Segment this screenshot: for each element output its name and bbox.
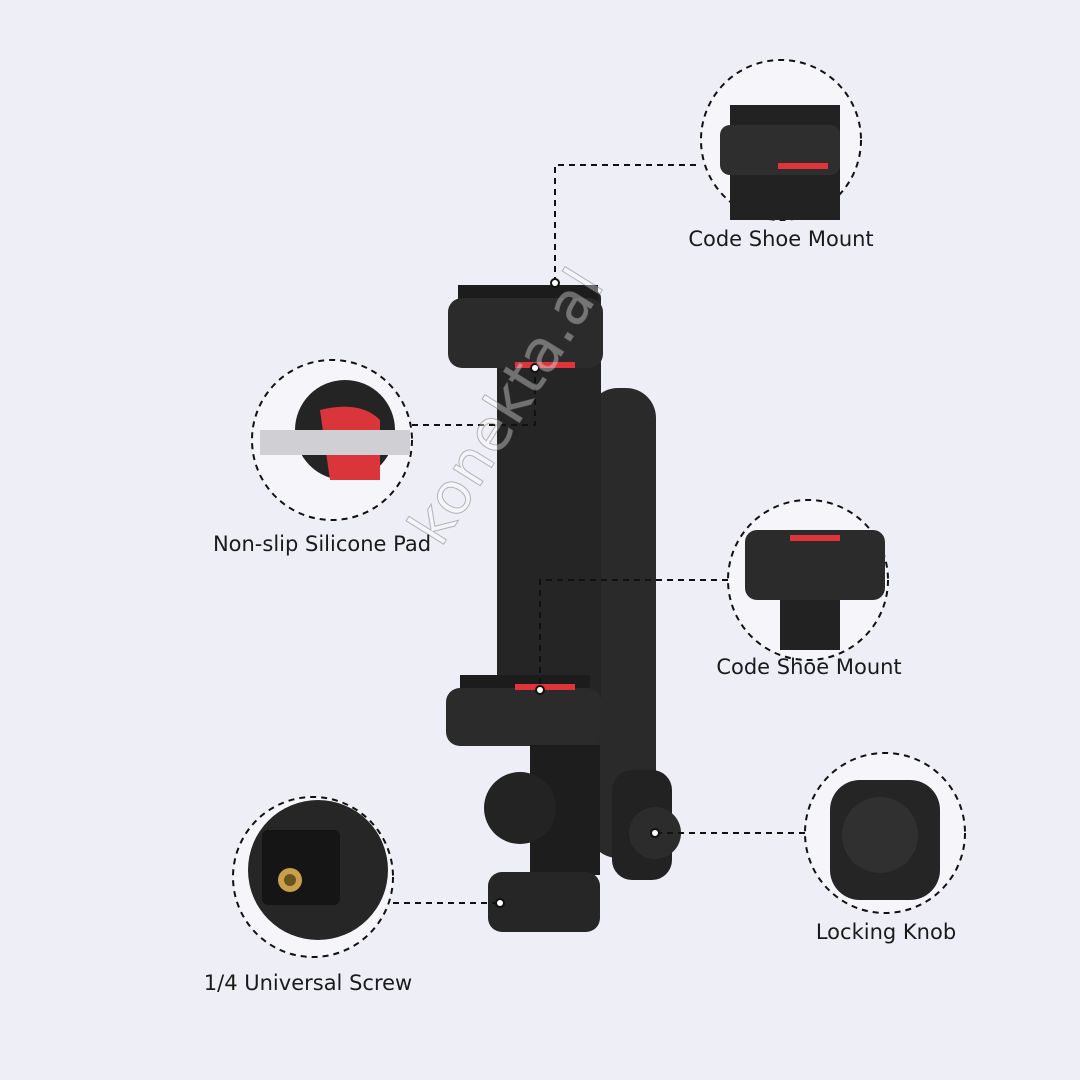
inset-details xyxy=(248,105,940,940)
phone-holder xyxy=(446,285,681,932)
label-silicone-pad: Non-slip Silicone Pad xyxy=(212,532,432,556)
label-locking-knob: Locking Knob xyxy=(815,920,957,944)
label-code-shoe-mount-mid: Code Shoe Mount xyxy=(716,655,902,679)
leader-lines xyxy=(393,164,805,904)
label-universal-screw: 1/4 Universal Screw xyxy=(203,971,413,995)
label-code-shoe-mount-top: Code Shoe Mount xyxy=(688,227,874,251)
